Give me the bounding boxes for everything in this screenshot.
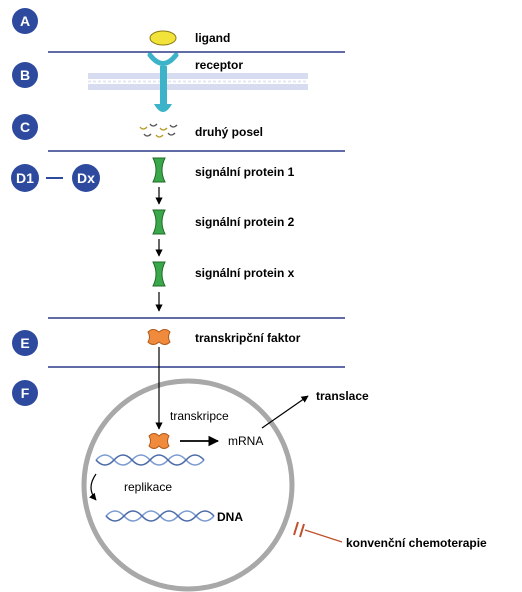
- chemotherapy-inhibitor-icon: [293, 521, 305, 538]
- receptor-label: receptor: [195, 58, 243, 72]
- replication-label: replikace: [124, 480, 172, 494]
- svg-text:A: A: [20, 13, 30, 29]
- svg-text:C: C: [20, 119, 30, 135]
- svg-text:F: F: [21, 385, 30, 401]
- signal-protein-1-shape: [152, 157, 166, 183]
- svg-text:Dx: Dx: [77, 170, 95, 186]
- dna-label: DNA: [217, 510, 243, 524]
- second-messenger-label: druhý posel: [195, 125, 263, 139]
- dna-helix-lower: [105, 510, 215, 522]
- step-badge-d1: D1: [11, 164, 39, 192]
- ligand-shape: [149, 30, 177, 46]
- signal-protein-1-label: signální protein 1: [195, 165, 295, 179]
- transcription-label: transkripce: [170, 409, 229, 423]
- chemotherapy-label: konvenční chemoterapie: [346, 536, 487, 550]
- svg-text:E: E: [20, 335, 29, 351]
- step-badge-e: E: [12, 330, 38, 356]
- step-badge-b: B: [12, 62, 38, 88]
- translation-label: translace: [316, 389, 369, 403]
- step-badge-dx: Dx: [72, 164, 100, 192]
- transcription-factor-shape: [147, 329, 171, 345]
- transcription-factor-label: transkripční faktor: [195, 331, 301, 345]
- transcription-factor-nucleus-shape: [148, 433, 170, 449]
- mrna-label: mRNA: [228, 434, 263, 448]
- cell-membrane: [88, 73, 308, 90]
- signal-protein-2-shape: [152, 209, 166, 235]
- nucleus-shape: [81, 378, 295, 592]
- signal-protein-x-shape: [152, 261, 166, 287]
- svg-text:B: B: [20, 67, 30, 83]
- dna-helix-upper: [95, 454, 205, 466]
- step-badge-c: C: [12, 114, 38, 140]
- step-badge-f: F: [12, 380, 38, 406]
- signal-protein-2-label: signální protein 2: [195, 215, 295, 229]
- arrow: [261, 395, 309, 429]
- receptor-shape: [147, 52, 179, 112]
- second-messenger-shapes: [139, 123, 178, 138]
- ligand-label: ligand: [195, 31, 230, 45]
- replication-arrow: [89, 473, 97, 501]
- step-badge-a: A: [12, 8, 38, 34]
- svg-text:D1: D1: [16, 170, 34, 186]
- signal-protein-x-label: signální protein x: [195, 266, 295, 280]
- chemotherapy-line: [304, 529, 343, 543]
